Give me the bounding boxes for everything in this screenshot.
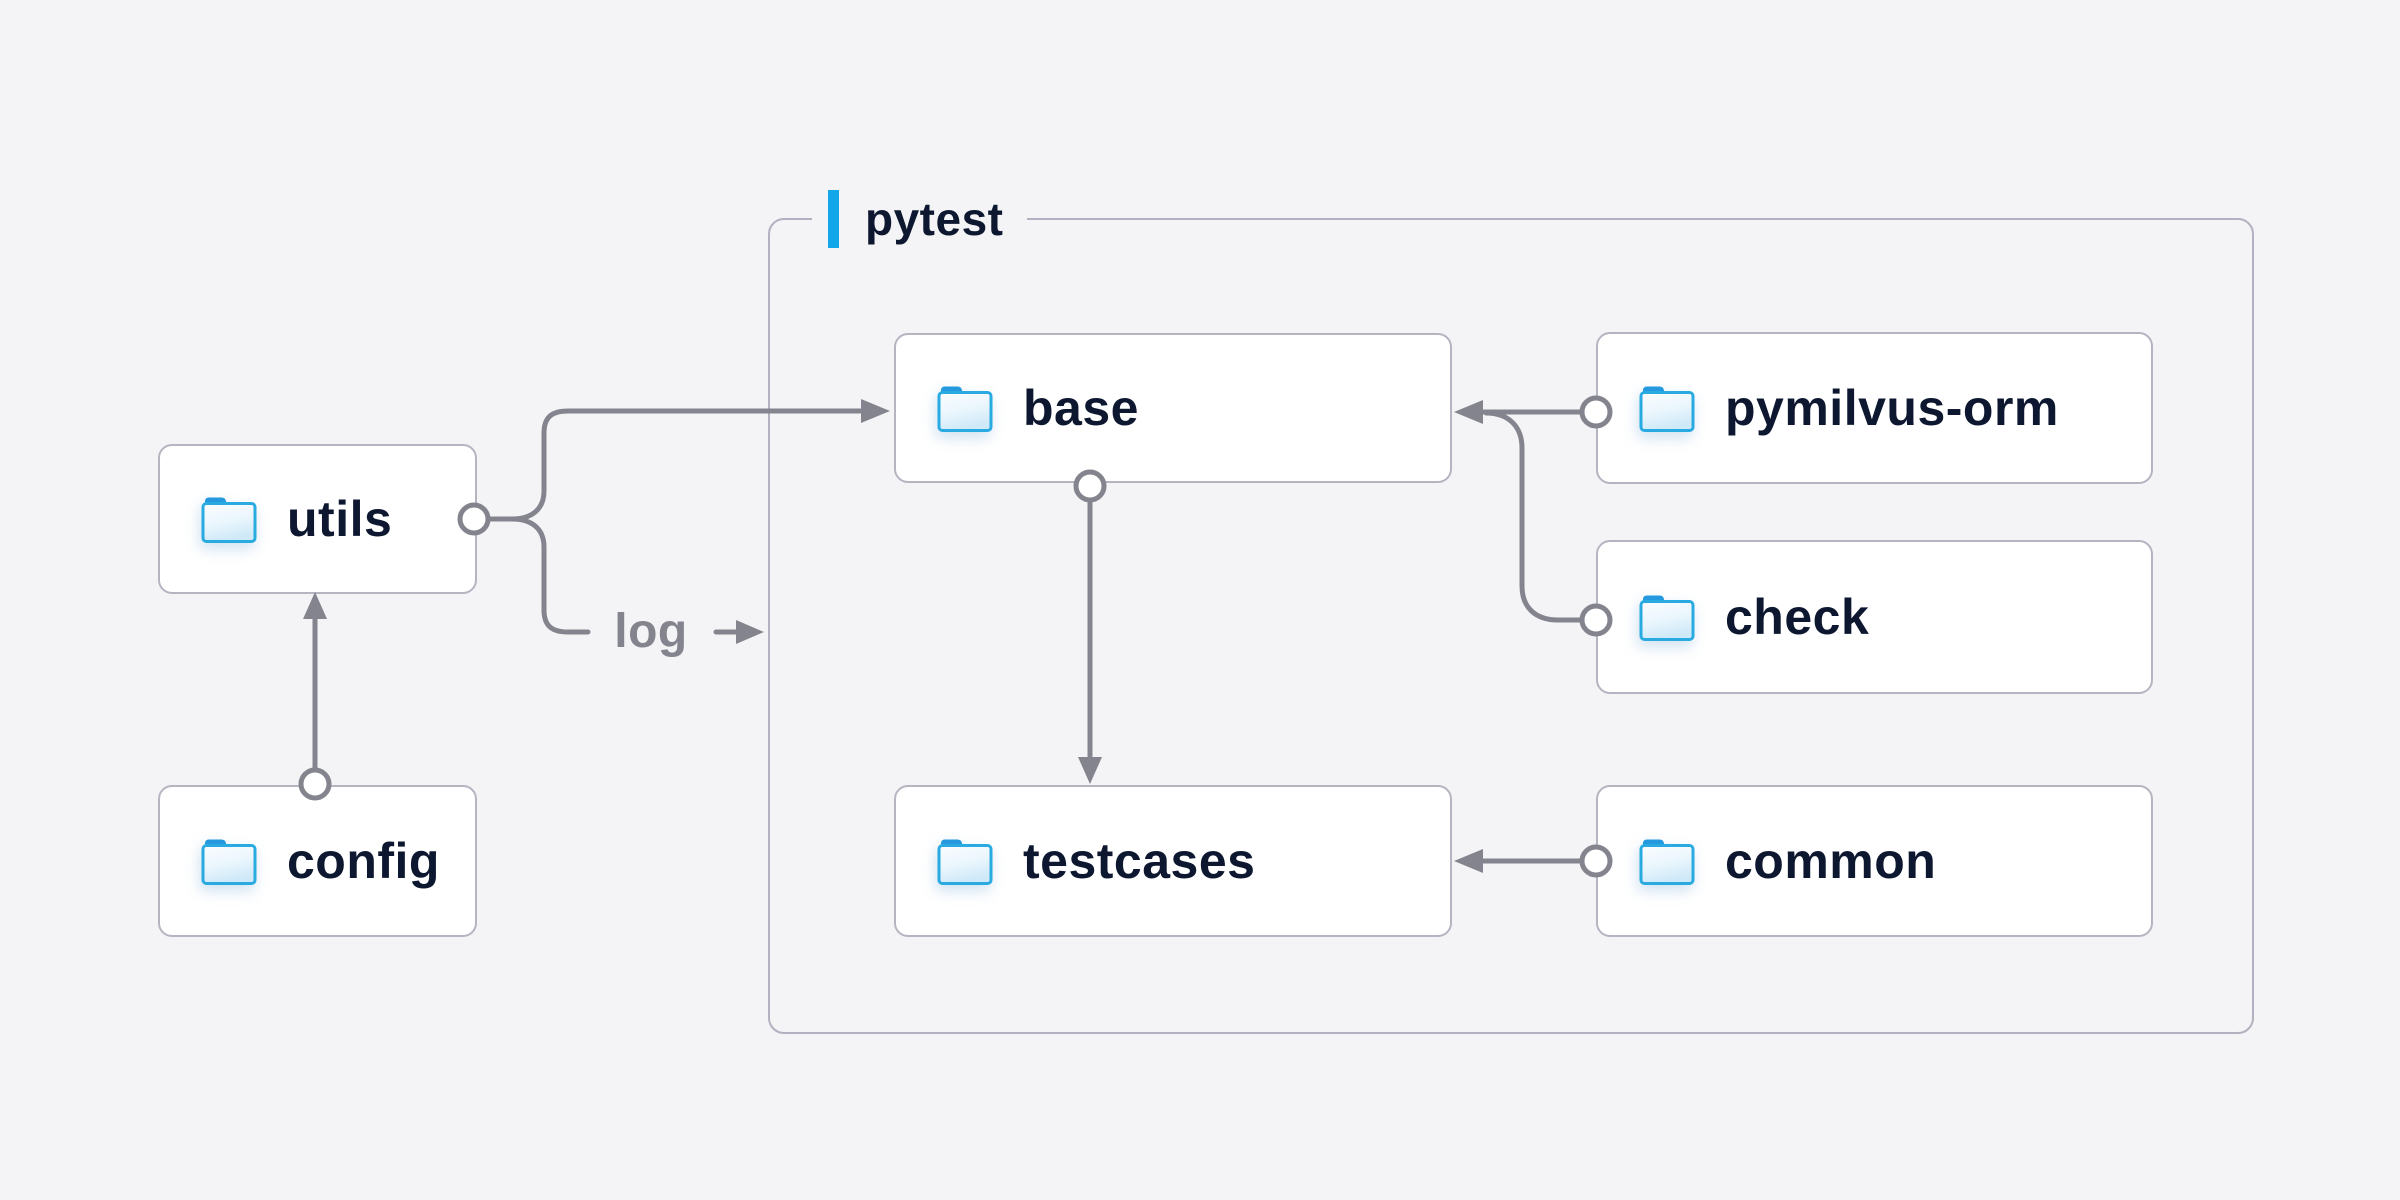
folder-icon xyxy=(198,836,260,886)
node-utils: utils xyxy=(158,444,477,594)
node-testcases: testcases xyxy=(894,785,1452,937)
edge-label-log: log xyxy=(614,605,688,658)
node-label: pymilvus-orm xyxy=(1725,380,2059,436)
node-label: common xyxy=(1725,833,1937,889)
folder-icon xyxy=(934,836,996,886)
folder-icon xyxy=(1636,836,1698,886)
accent-bar xyxy=(828,190,839,248)
node-label: utils xyxy=(287,491,393,547)
node-label: check xyxy=(1725,589,1870,645)
folder-icon xyxy=(1636,592,1698,642)
node-common: common xyxy=(1596,785,2153,937)
folder-icon xyxy=(1636,383,1698,433)
node-config: config xyxy=(158,785,477,937)
node-pymilvus-orm: pymilvus-orm xyxy=(1596,332,2153,484)
pytest-group-container: pytest xyxy=(768,189,2254,1034)
node-check: check xyxy=(1596,540,2153,694)
node-label: base xyxy=(1023,380,1139,436)
group-title: pytest xyxy=(865,193,1004,245)
node-label: testcases xyxy=(1023,833,1256,889)
node-label: config xyxy=(287,833,440,889)
node-base: base xyxy=(894,333,1452,483)
folder-icon xyxy=(198,494,260,544)
edge-config-to-utils xyxy=(298,592,332,801)
folder-icon xyxy=(934,383,996,433)
pytest-group-label: pytest xyxy=(812,189,1028,249)
